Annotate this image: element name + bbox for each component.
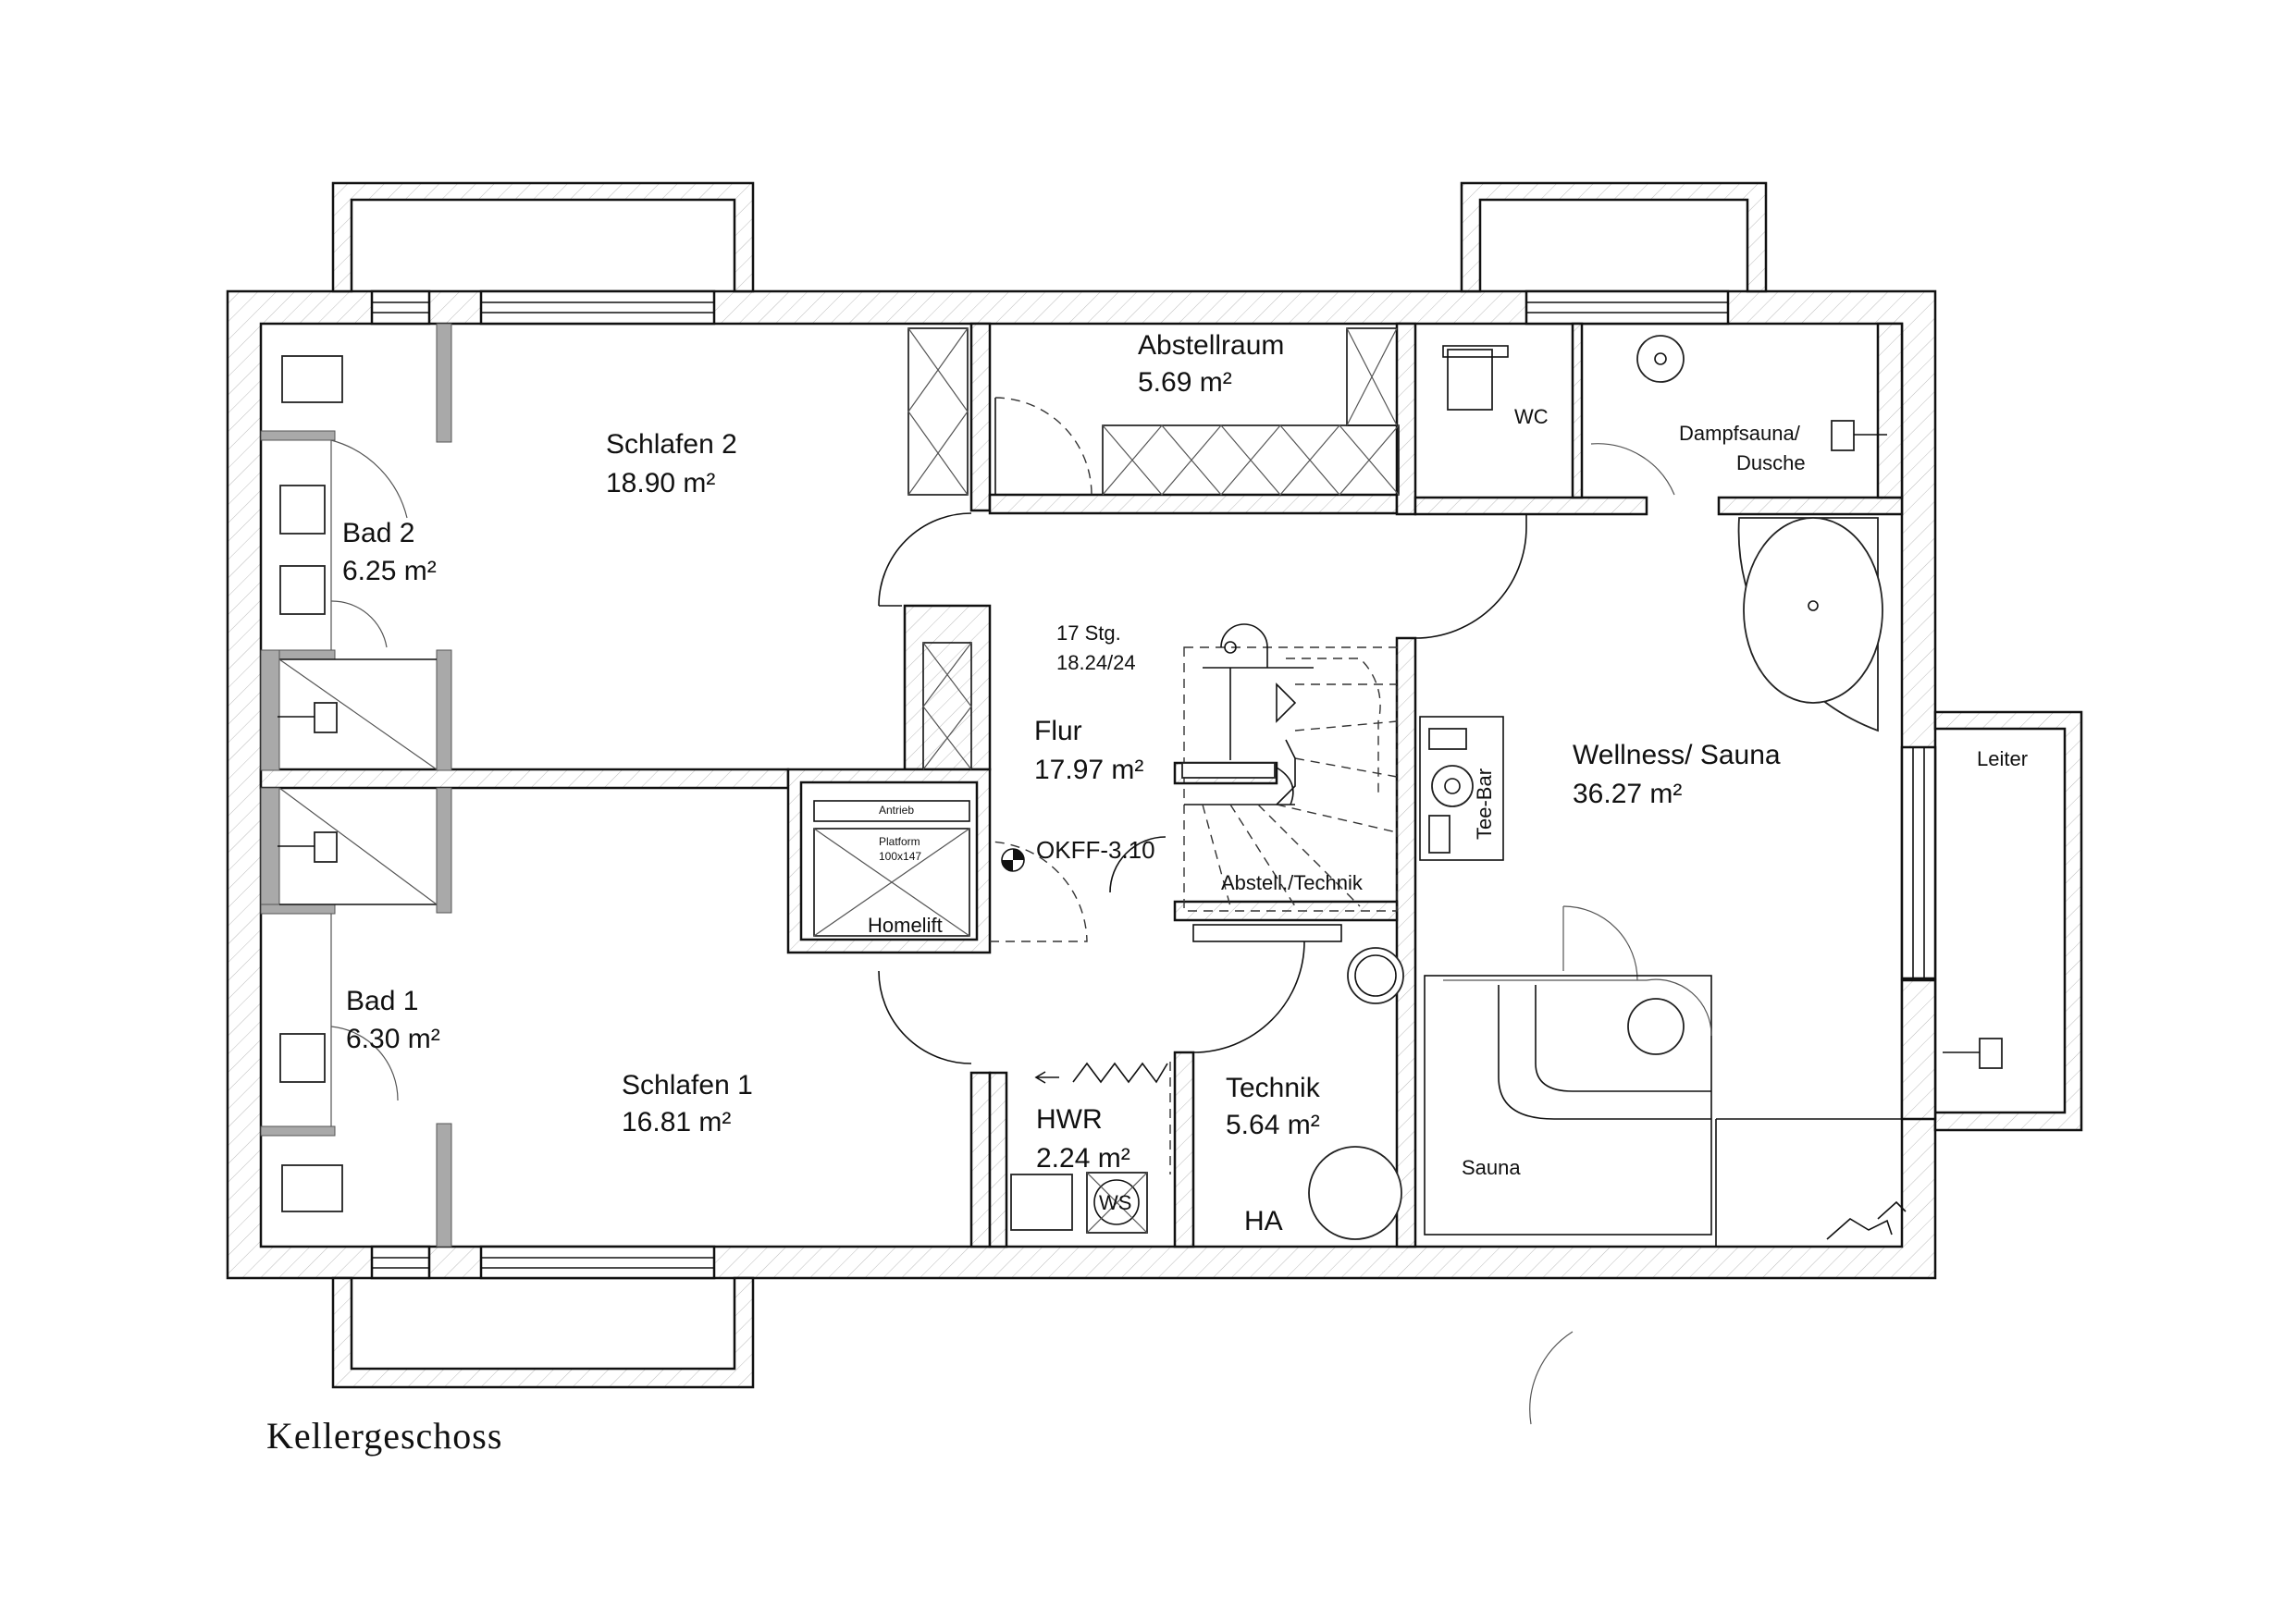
ws-label: WS xyxy=(1099,1191,1131,1214)
plan-title: Kellergeschoss xyxy=(266,1415,502,1457)
homelift xyxy=(813,800,1025,937)
lift-name: Homelift xyxy=(868,914,943,937)
room-area-schlafen2: 18.90 m² xyxy=(606,468,715,498)
room-name-bad2: Bad 2 xyxy=(342,518,414,548)
room-area-bad2: 6.25 m² xyxy=(342,556,437,586)
lift-drive: Antrieb xyxy=(879,804,914,817)
room-name-wellness: Wellness/ Sauna xyxy=(1573,740,1781,770)
lift-platform-size: 100x147 xyxy=(879,850,921,863)
ha-label: HA xyxy=(1244,1206,1283,1236)
closets xyxy=(907,327,1400,770)
room-area-wellness: 36.27 m² xyxy=(1573,779,1682,809)
bathroom-partitions xyxy=(260,323,452,1248)
room-name-hwr: HWR xyxy=(1036,1104,1103,1135)
level-mark: OKFF-3.10 xyxy=(1036,836,1155,864)
staircase xyxy=(1181,623,1398,912)
outer-walls xyxy=(226,181,2083,1389)
room-name-schlafen2: Schlafen 2 xyxy=(606,429,737,460)
room-name-dampfsauna: Dampfsauna/ xyxy=(1679,422,1801,445)
fixtures xyxy=(278,335,2003,1247)
room-name-flur: Flur xyxy=(1034,716,1082,746)
tee-bar-label: Tee-Bar xyxy=(1473,768,1496,840)
room-name-wc: WC xyxy=(1514,405,1549,428)
room-name-schlafen1: Schlafen 1 xyxy=(622,1070,753,1100)
stair-ratio: 18.24/24 xyxy=(1056,651,1136,674)
room-name-abstellraum: Abstellraum xyxy=(1138,330,1284,361)
lift-platform: Platform xyxy=(879,835,920,848)
stair-steps: 17 Stg. xyxy=(1056,621,1121,645)
room-area-schlafen1: 16.81 m² xyxy=(622,1107,731,1137)
room-area-hwr: 2.24 m² xyxy=(1036,1143,1130,1174)
room-labels: Schlafen 2 18.90 m² Bad 2 6.25 m² Abstel… xyxy=(342,330,2028,1236)
room-name-abstell-technik: Abstell./Technik xyxy=(1221,871,1364,894)
room-name-technik: Technik xyxy=(1226,1073,1321,1103)
room-name-leiter: Leiter xyxy=(1977,747,2028,770)
interior-walls xyxy=(259,322,1937,1248)
room-name-dusche: Dusche xyxy=(1736,451,1806,474)
door-swings xyxy=(878,443,1675,1425)
room-name-sauna: Sauna xyxy=(1462,1156,1521,1179)
room-area-technik: 5.64 m² xyxy=(1226,1110,1320,1140)
room-area-bad1: 6.30 m² xyxy=(346,1024,440,1054)
room-area-abstellraum: 5.69 m² xyxy=(1138,367,1232,398)
room-name-bad1: Bad 1 xyxy=(346,986,418,1016)
room-area-flur: 17.97 m² xyxy=(1034,755,1143,785)
